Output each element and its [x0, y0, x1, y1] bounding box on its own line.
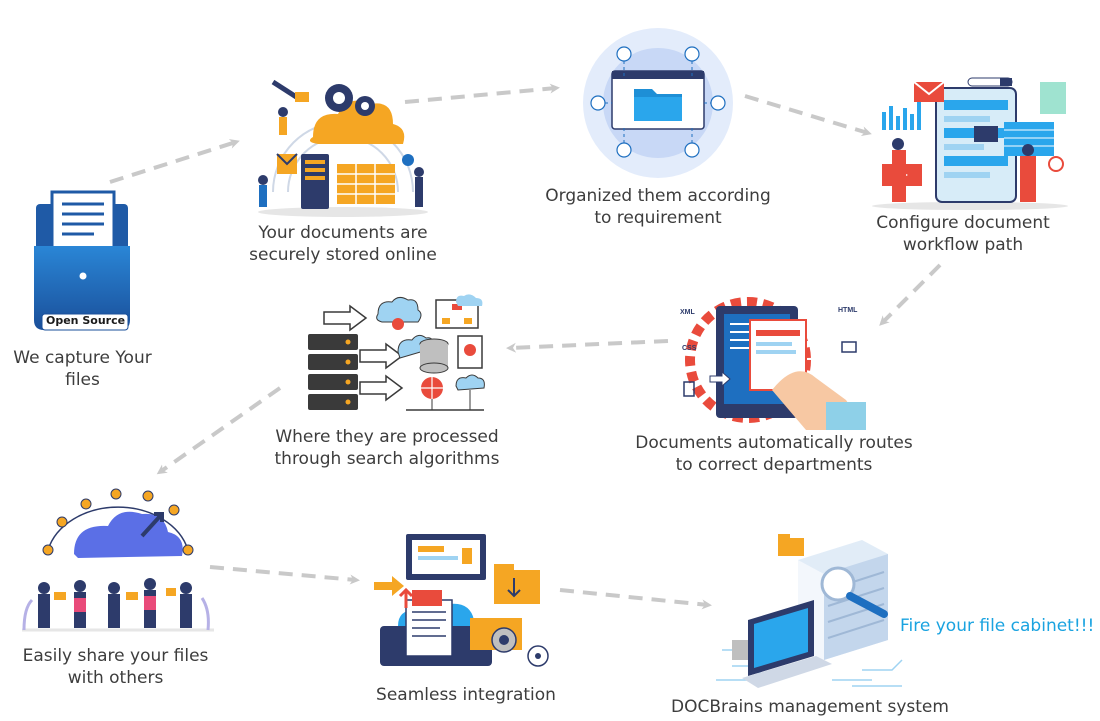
arrow-organize-to-workflow: [744, 94, 872, 137]
step-caption: DOCBrains management system: [671, 697, 949, 717]
document-folder-icon: [34, 190, 130, 331]
step-caption: Where they are processed through search …: [274, 427, 500, 469]
step-caption: Organized them according to requirement: [545, 186, 771, 228]
arrow-routing-to-process: [506, 339, 669, 353]
step-caption: We capture Your files: [13, 348, 152, 390]
server-search-icon: [308, 294, 485, 411]
step-caption: Seamless integration: [376, 685, 556, 705]
css-label: CSS: [682, 345, 697, 352]
step-caption: Your documents are securely stored onlin…: [249, 223, 437, 265]
share-cloud-icon: [22, 488, 214, 632]
cloud-storage-icon: [258, 79, 428, 217]
integration-icon: [374, 534, 549, 667]
folder-organize-icon: [583, 28, 733, 178]
server-laptop-icon: [716, 534, 903, 688]
html-label: HTML: [838, 307, 858, 314]
open-source-badge: Open Source: [46, 314, 126, 327]
arrow-capture-to-store: [109, 139, 240, 184]
xml-label: XML: [680, 309, 696, 316]
workflow-icon: [872, 77, 1068, 210]
arrow-integrate-to-system: [559, 588, 712, 610]
arrow-workflow-to-routing: [879, 263, 942, 326]
routing-icon: XML CSS HTML: [680, 297, 866, 430]
arrow-store-to-organize: [404, 83, 560, 104]
step-caption: Easily share your files with others: [22, 646, 209, 688]
arrow-process-to-share: [156, 386, 282, 475]
step-caption: Configure document workflow path: [876, 213, 1050, 255]
arrow-share-to-integrate: [209, 565, 360, 585]
tagline: Fire your file cabinet!!!: [900, 616, 1095, 636]
step-caption: Documents automatically routes to correc…: [635, 433, 913, 475]
